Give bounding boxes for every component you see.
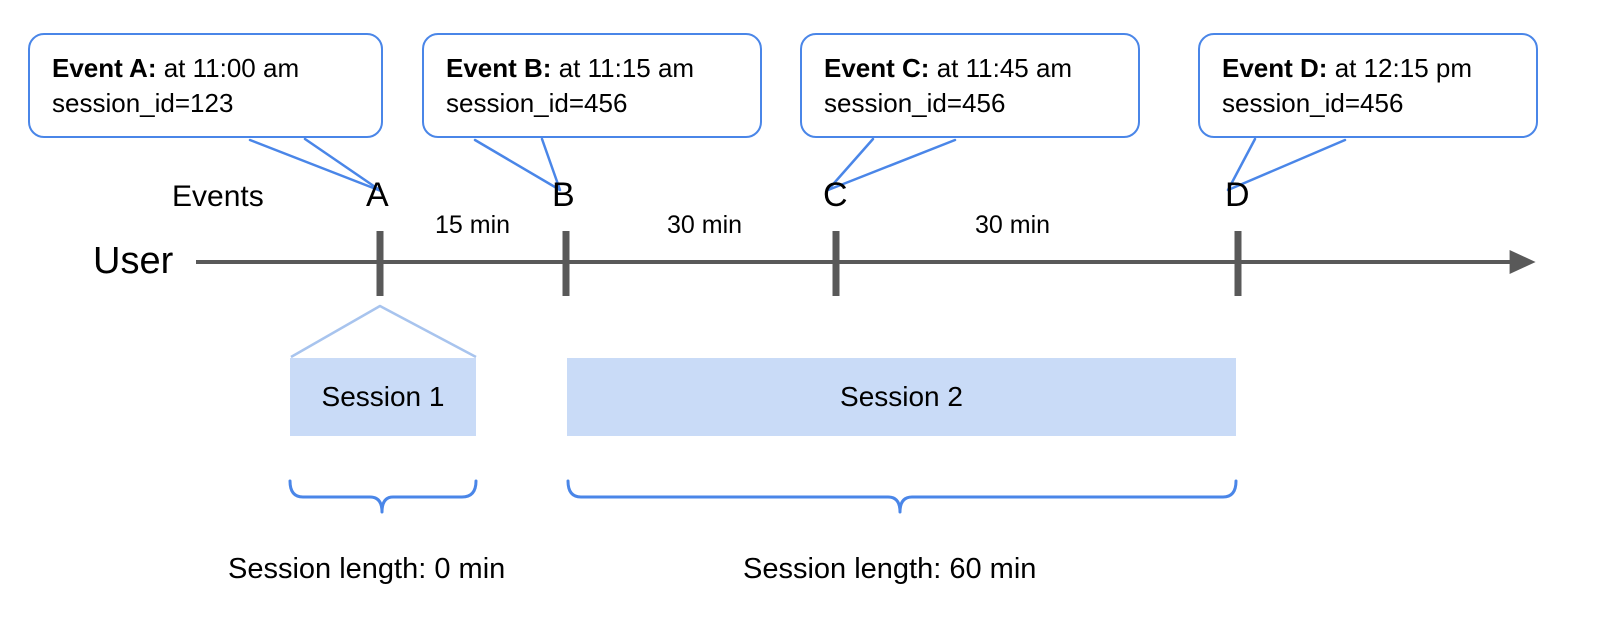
gap-label-ab: 15 min — [435, 211, 511, 239]
gap-label-bc: 30 min — [667, 211, 743, 239]
callout-b-lead: Event B: — [446, 53, 552, 83]
row-label-user: User — [93, 240, 174, 282]
row-label-events: Events — [172, 180, 264, 213]
session-1-label: Session 1 — [321, 381, 445, 412]
session-block-2: Session 2 — [567, 358, 1236, 436]
callout-a-lead: Event A: — [52, 53, 157, 83]
callout-a-session: session_id=123 — [52, 87, 234, 118]
callout-event-d: Event D: at 12:15 pm session_id=456 — [1198, 33, 1538, 138]
gap-label-cd: 30 min — [975, 211, 1051, 239]
callout-event-b: Event B: at 11:15 am session_id=456 — [422, 33, 762, 138]
callout-d-session: session_id=456 — [1222, 87, 1404, 118]
callout-a-tail — [248, 137, 383, 193]
session-1-length-label: Session length: 0 min — [228, 553, 506, 585]
callout-b-tail — [473, 137, 562, 192]
marker-label-d: D — [1225, 176, 1250, 214]
callout-b-session: session_id=456 — [446, 87, 628, 118]
session-2-length-label: Session length: 60 min — [743, 553, 1037, 585]
callout-c-lead: Event C: — [824, 53, 930, 83]
marker-label-a: A — [366, 176, 389, 214]
session-2-label: Session 2 — [840, 381, 963, 412]
callout-b-time: at 11:15 am — [551, 53, 695, 83]
callout-c-time: at 11:45 am — [929, 53, 1073, 83]
callout-a-time: at 11:00 am — [156, 53, 300, 83]
session-2-brace — [566, 479, 1238, 514]
session-1-connector — [290, 304, 477, 359]
callout-event-a: Event A: at 11:00 am session_id=123 — [28, 33, 383, 138]
callout-event-c: Event C: at 11:45 am session_id=456 — [800, 33, 1140, 138]
session-1-brace — [288, 479, 478, 514]
session-block-1: Session 1 — [290, 358, 476, 436]
callout-d-lead: Event D: — [1222, 53, 1328, 83]
marker-label-b: B — [552, 176, 575, 214]
marker-label-c: C — [823, 176, 848, 214]
callout-c-session: session_id=456 — [824, 87, 1006, 118]
callout-d-time: at 12:15 pm — [1327, 53, 1473, 83]
